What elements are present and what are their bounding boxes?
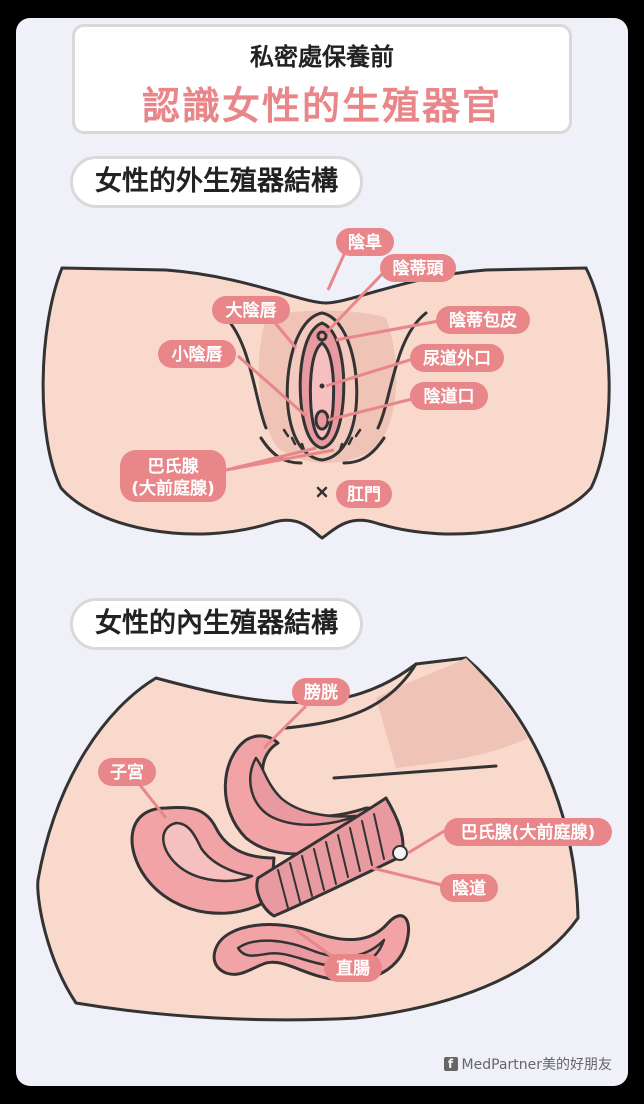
label-bartholin-line2: (大前庭腺) (131, 478, 215, 499)
internal-diagram (36, 656, 580, 1022)
uterus-cavity (162, 821, 254, 883)
bartholin-gland-dot (392, 845, 408, 861)
anus-mark (316, 486, 328, 498)
internal-label-vagina: 陰道 (440, 874, 498, 902)
leader-clitoral-hood (335, 318, 445, 342)
leader-labia-minora (237, 354, 307, 418)
external-label-vaginal-opening: 陰道口 (410, 382, 488, 410)
label-rectum: 直腸 (336, 958, 370, 979)
right-lower-curve (342, 436, 386, 465)
section-title-internal: 女性的內生殖器結構 (70, 598, 363, 650)
infographic-card: 私密處保養前 認識女性的生殖器官 女性的外生殖器結構 女性的內生殖器結構 (16, 18, 628, 1086)
external-label-clitoral-hood: 陰蒂包皮 (436, 306, 530, 334)
leader-vagina (371, 866, 447, 888)
leader-bartholin-internal (407, 828, 447, 855)
anatomy-diagram: 陰阜 陰蒂頭 大陰唇 陰蒂包皮 小陰唇 尿道外口 陰道口 巴氏腺 (36, 228, 612, 1022)
internal-leaders (134, 704, 447, 960)
label-urethra: 尿道外口 (423, 348, 491, 369)
label-labia-majora: 大陰唇 (226, 300, 278, 321)
label-bartholin-internal: 巴氏腺(大前庭腺) (461, 822, 596, 843)
label-bladder: 膀胱 (304, 682, 338, 703)
vagina-ridges (277, 813, 385, 909)
label-vagina: 陰道 (452, 878, 486, 899)
leader-clitoris (324, 270, 386, 335)
leader-bartholin-2 (225, 448, 335, 472)
internal-cut-line-2 (284, 662, 418, 730)
leader-bladder (262, 704, 308, 750)
internal-label-uterus: 子宮 (98, 758, 156, 786)
external-label-mons: 陰阜 (336, 228, 394, 256)
label-clitoris: 陰蒂頭 (393, 258, 445, 279)
label-mons: 陰阜 (348, 232, 382, 253)
vaginal-opening-shape (314, 409, 330, 431)
title-box: 私密處保養前 認識女性的生殖器官 (72, 24, 572, 134)
leader-uterus (134, 779, 168, 819)
label-vaginal-opening: 陰道口 (424, 386, 475, 407)
label-anus: 肛門 (347, 485, 381, 505)
external-label-clitoris: 陰蒂頭 (380, 254, 456, 282)
leader-rectum (295, 928, 335, 960)
internal-label-rectum: 直腸 (324, 954, 382, 982)
external-label-urethra: 尿道外口 (410, 344, 504, 372)
credit: f MedPartner美的好朋友 (443, 1054, 612, 1074)
internal-cut-line-1 (332, 764, 498, 780)
facebook-icon: f (443, 1057, 458, 1071)
label-clitoral-hood: 陰蒂包皮 (449, 310, 517, 331)
external-label-labia-majora: 大陰唇 (212, 296, 290, 324)
leader-mons (326, 249, 348, 291)
title-subtitle: 私密處保養前 (250, 43, 394, 71)
leader-urethra (325, 356, 417, 388)
clitoris-dot (316, 330, 328, 342)
credit-brand: MedPartner美的好朋友 (461, 1057, 612, 1073)
label-bartholin-line1: 巴氏腺 (148, 456, 200, 477)
external-leaders (225, 249, 445, 472)
label-uterus: 子宮 (110, 762, 144, 783)
hair-ticks (282, 428, 362, 452)
label-labia-minora: 小陰唇 (172, 344, 224, 365)
external-label-anus: 肛門 (336, 480, 392, 508)
leader-vaginal-opening (327, 396, 417, 422)
external-label-labia-minora: 小陰唇 (158, 340, 236, 368)
urethra-dot (319, 383, 325, 389)
internal-label-bartholin: 巴氏腺(大前庭腺) (444, 818, 612, 846)
back-shade (376, 658, 528, 768)
right-thigh-curve (376, 311, 428, 430)
title-main: 認識女性的生殖器官 (141, 84, 502, 128)
section-title-external: 女性的外生殖器結構 (70, 156, 363, 208)
external-label-bartholin: 巴氏腺 (大前庭腺) (120, 450, 226, 502)
internal-label-bladder: 膀胱 (292, 678, 350, 706)
